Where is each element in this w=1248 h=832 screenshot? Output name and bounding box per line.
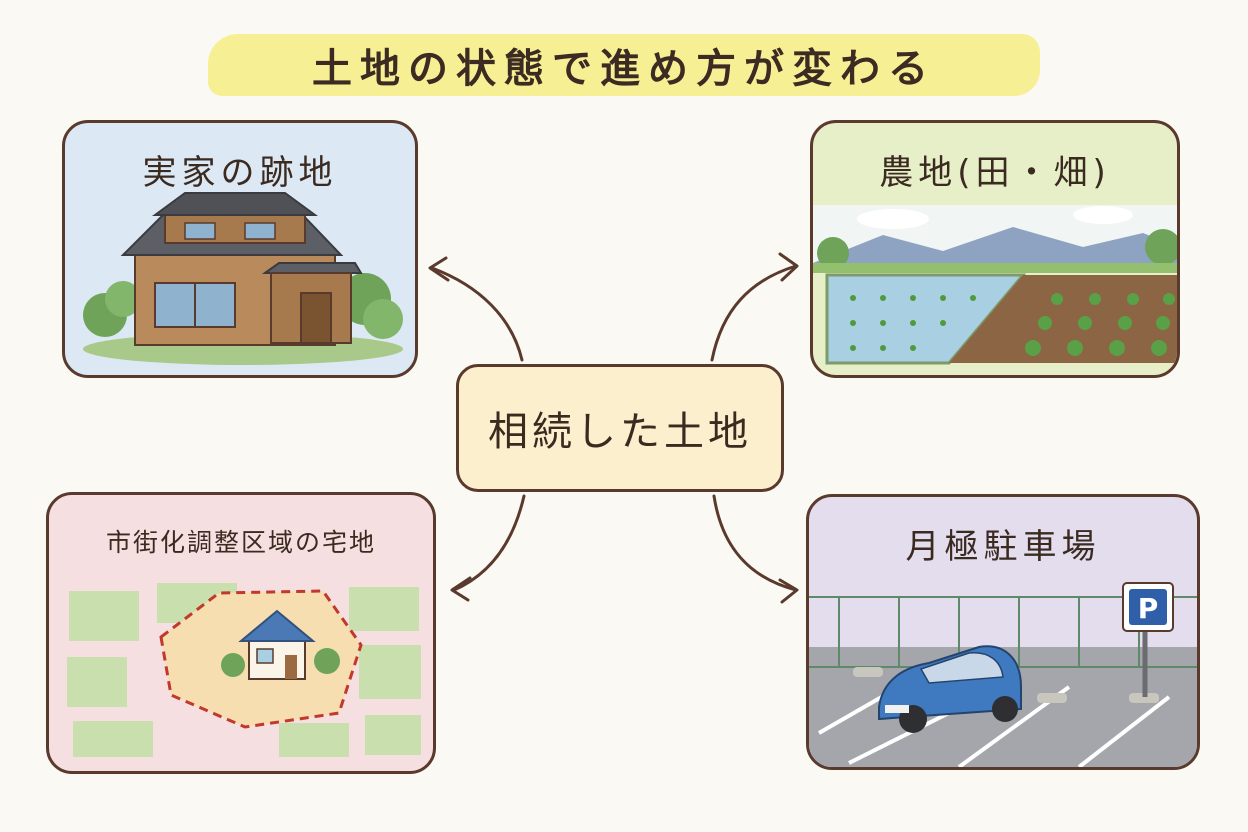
arrow-to-farm [710, 264, 798, 362]
farmland-illustration [813, 205, 1177, 365]
crop-rows [1025, 293, 1175, 356]
parking-sign-icon: P [1138, 592, 1159, 625]
title-highlight [208, 34, 1040, 96]
arrow-to-parking [712, 494, 798, 592]
card-family-home: 実家の跡地 [62, 120, 418, 378]
card-farmland: 農地(田・畑) [810, 120, 1180, 378]
rice-seedlings [850, 295, 976, 351]
card-label-home: 実家の跡地 [142, 153, 338, 193]
card-label-parking: 月極駐車場 [905, 527, 1101, 567]
arrow-head-parking [778, 578, 799, 604]
card-control-area-land: 市街化調整区域の宅地 [46, 492, 436, 774]
house-illustration [83, 192, 403, 365]
arrow-head-zone [450, 576, 472, 602]
page-title: 土地の状態で進め方が変わる [312, 46, 936, 92]
arrow-to-zone [452, 494, 526, 592]
arrow-head-farm [778, 252, 799, 282]
zoning-map-illustration [67, 583, 421, 757]
car [878, 645, 1022, 733]
card-monthly-parking: P 月極駐車場 [806, 494, 1200, 770]
center-node: 相続した土地 [456, 364, 784, 492]
arrow-to-home [430, 266, 524, 362]
parking-lot-illustration: P [809, 582, 1197, 767]
card-label-farm: 農地(田・畑) [879, 153, 1111, 193]
arrow-head-home [428, 256, 450, 282]
card-label-zone: 市街化調整区域の宅地 [105, 528, 376, 557]
